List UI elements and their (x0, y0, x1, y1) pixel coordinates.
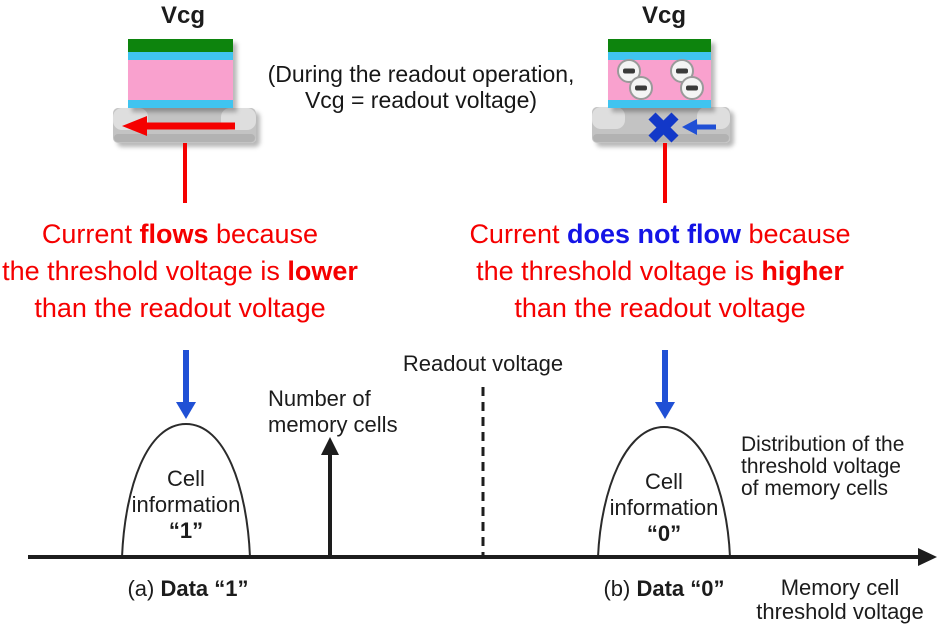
curve0-label-line3: “0” (646, 521, 682, 546)
right-caption-higher: higher (761, 256, 844, 286)
control-gate-layer (608, 39, 711, 52)
right-caption-l1a: Current (469, 219, 567, 249)
right-caption-l2a: the threshold voltage is (476, 256, 762, 286)
blocked-current-arrow-icon (682, 119, 716, 135)
substrate-bottom (593, 134, 729, 142)
source-region (592, 107, 625, 129)
x-axis-label-line1: Memory cell (780, 575, 900, 600)
x-axis-arrowhead (918, 548, 937, 566)
control-gate-layer (128, 39, 233, 52)
distribution-label-line2: threshold voltage (741, 455, 901, 478)
current-flow-arrow-icon (122, 116, 235, 136)
x-axis (28, 548, 937, 566)
down-arrow-icon (655, 350, 675, 419)
right-caption-does-not-flow: does not flow (566, 219, 741, 249)
right-caption-l3: than the readout voltage (514, 293, 806, 323)
right-caption: Current does not flow because the thresh… (438, 216, 882, 327)
note-line2: Vcg = readout voltage) (304, 87, 538, 113)
electron-icon (629, 76, 653, 100)
right-caption-l1c: because (740, 219, 851, 249)
oxide-layer (608, 52, 711, 60)
data1-caption: (a) Data “1” (106, 576, 270, 602)
curve1-label-line2: information (131, 492, 241, 517)
note-line1: (During the readout operation, (267, 61, 575, 87)
left-caption-l2a: the threshold voltage is (2, 256, 288, 286)
electron-icon (617, 59, 641, 83)
right-gate-label: Vcg (641, 2, 686, 29)
blocked-current-x-icon (648, 112, 679, 143)
left-caption-l1a: Current (41, 219, 140, 249)
curve0-label: Cell information “0” (592, 469, 736, 547)
tunnel-oxide-layer (128, 100, 233, 108)
floating-gate-layer (128, 60, 233, 100)
x-axis-label: Memory cell threshold voltage (742, 576, 938, 624)
x-axis-label-line2: threshold voltage (756, 599, 924, 624)
data0-caption-prefix: (b) (603, 576, 637, 601)
data1-caption-bold: Data “1” (160, 576, 249, 601)
left-caption-l1c: because (208, 219, 319, 249)
drain-region (697, 107, 730, 129)
data0-caption-bold: Data “0” (636, 576, 725, 601)
curve0-label-line1: Cell (645, 469, 683, 494)
readout-operation-note: (During the readout operation, Vcg = rea… (241, 61, 601, 113)
left-caption: Current flows because the threshold volt… (0, 216, 402, 327)
y-axis-label-line2: memory cells (268, 412, 398, 437)
curve1-label: Cell information “1” (114, 466, 258, 544)
left-gate-label: Vcg (160, 2, 205, 29)
oxide-layer (128, 52, 233, 60)
down-arrow-icon (176, 350, 196, 419)
y-axis (321, 437, 339, 557)
y-axis-label-line1: Number of (268, 386, 371, 411)
tunnel-oxide-layer (608, 100, 711, 108)
curve0-label-line2: information (609, 495, 719, 520)
distribution-curve-data1 (120, 422, 252, 558)
data1-caption-prefix: (a) (127, 576, 161, 601)
readout-voltage-label: Readout voltage (402, 351, 564, 376)
left-caption-flows: flows (139, 219, 209, 249)
y-axis-label: Number of memory cells (268, 386, 398, 438)
substrate-bottom (114, 134, 255, 142)
distribution-label-line3: of memory cells (741, 477, 889, 500)
electron-icon (680, 76, 704, 100)
curve1-label-line3: “1” (168, 518, 204, 543)
y-axis-arrowhead (321, 437, 339, 455)
data0-caption: (b) Data “0” (582, 576, 746, 602)
curve1-label-line1: Cell (167, 466, 205, 491)
memory-cell-data0 (592, 39, 730, 203)
distribution-label-line1: Distribution of the (741, 433, 905, 456)
left-caption-lower: lower (287, 256, 358, 286)
memory-cell-data1 (113, 39, 256, 203)
left-caption-l3: than the readout voltage (34, 293, 326, 323)
distribution-label: Distribution of the threshold voltage of… (741, 434, 904, 500)
distribution-curve-data0 (596, 425, 732, 558)
gate-stack (128, 39, 233, 108)
